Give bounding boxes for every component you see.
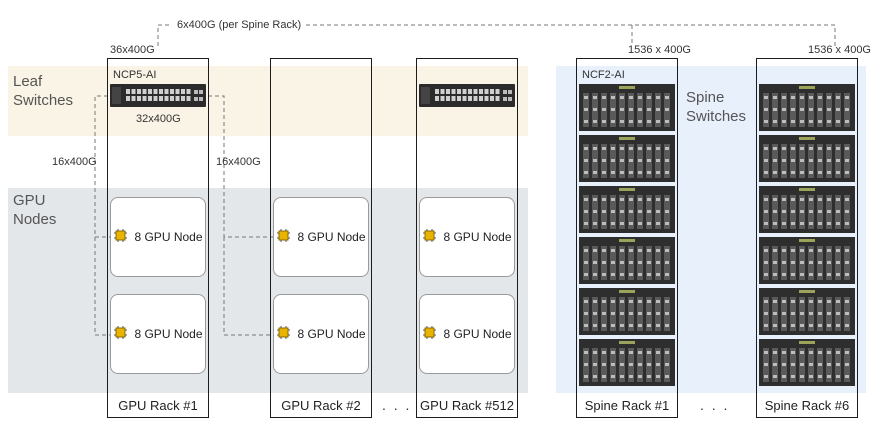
top-spine-link <box>157 24 170 46</box>
leaf-switches-label: Leaf Switches <box>13 73 74 109</box>
spine-model-label: NCF2-AI <box>582 69 625 81</box>
gpu-node-rack512-top: 8 GPU Node <box>419 197 515 277</box>
spine-switch-unit <box>759 186 855 233</box>
gpu-rack-2 <box>270 58 372 418</box>
gpu-chip-icon <box>276 325 291 343</box>
spine-switch-unit <box>579 186 675 233</box>
spine-rack-ellipsis: . . . <box>700 397 730 413</box>
spine-switch-unit <box>759 84 855 131</box>
node-label: 8 GPU Node <box>443 327 512 341</box>
gpu-node-rack512-bottom: 8 GPU Node <box>419 294 515 374</box>
gpu-node-rack1-bottom: 8 GPU Node <box>110 294 206 374</box>
node-label: 8 GPU Node <box>134 327 203 341</box>
gpu-chip-icon <box>422 228 437 246</box>
leaf-switch-512 <box>419 84 515 107</box>
gpu-chip-icon <box>113 228 128 246</box>
gpu-node-rack1-top: 8 GPU Node <box>110 197 206 277</box>
top-spine-link-right <box>306 24 836 46</box>
leaf-downlink-label: 32x400G <box>136 113 181 125</box>
spine-switch-unit <box>579 135 675 182</box>
gpu-node-rack2-top: 8 GPU Node <box>273 197 369 277</box>
gpu-chip-icon <box>422 325 437 343</box>
gpu-chip-icon <box>276 228 291 246</box>
node-label: 8 GPU Node <box>297 230 366 244</box>
spine-rack-1-label: Spine Rack #1 <box>584 398 670 413</box>
gpu-node-rack2-bottom: 8 GPU Node <box>273 294 369 374</box>
leaf-model-label: NCP5-AI <box>113 69 157 81</box>
node-label: 8 GPU Node <box>297 327 366 341</box>
spine-switch-unit <box>759 339 855 386</box>
spine-switch-unit <box>579 288 675 335</box>
gpu-nodes-label: GPU Nodes <box>13 192 57 228</box>
gpu-rack-1-label: GPU Rack #1 <box>118 398 198 413</box>
gpu-rack-512 <box>416 58 518 418</box>
spine-switch-unit <box>579 84 675 131</box>
spine-rack-6 <box>756 58 858 418</box>
spine-capacity-label-1: 1536 x 400G <box>628 44 691 56</box>
spine-switch-unit <box>759 288 855 335</box>
gpu-rack-512-label: GPU Rack #512 <box>420 398 514 413</box>
top-link-label: 6x400G (per Spine Rack) <box>177 19 302 31</box>
spine-rack-6-label: Spine Rack #6 <box>764 398 850 413</box>
spine-switches-label: Spine Switches <box>686 89 747 125</box>
spine-rack-1 <box>576 58 678 418</box>
leaf-switch-1 <box>110 84 206 107</box>
spine-switch-unit <box>579 237 675 284</box>
gpu-rack-1 <box>107 58 209 418</box>
node-link-right-label: 16x400G <box>216 156 261 168</box>
gpu-chip-icon <box>113 325 128 343</box>
gpu-rack-2-label: GPU Rack #2 <box>281 398 361 413</box>
spine-switch-unit <box>759 237 855 284</box>
node-link-left-label: 16x400G <box>52 156 97 168</box>
spine-capacity-label-2: 1536 x 400G <box>808 44 871 56</box>
node-label: 8 GPU Node <box>443 230 512 244</box>
node-label: 8 GPU Node <box>134 230 203 244</box>
leaf-uplink-label: 36x400G <box>110 44 155 56</box>
spine-switch-unit <box>759 135 855 182</box>
spine-switch-unit <box>579 339 675 386</box>
gpu-rack-ellipsis: . . . <box>382 397 412 413</box>
